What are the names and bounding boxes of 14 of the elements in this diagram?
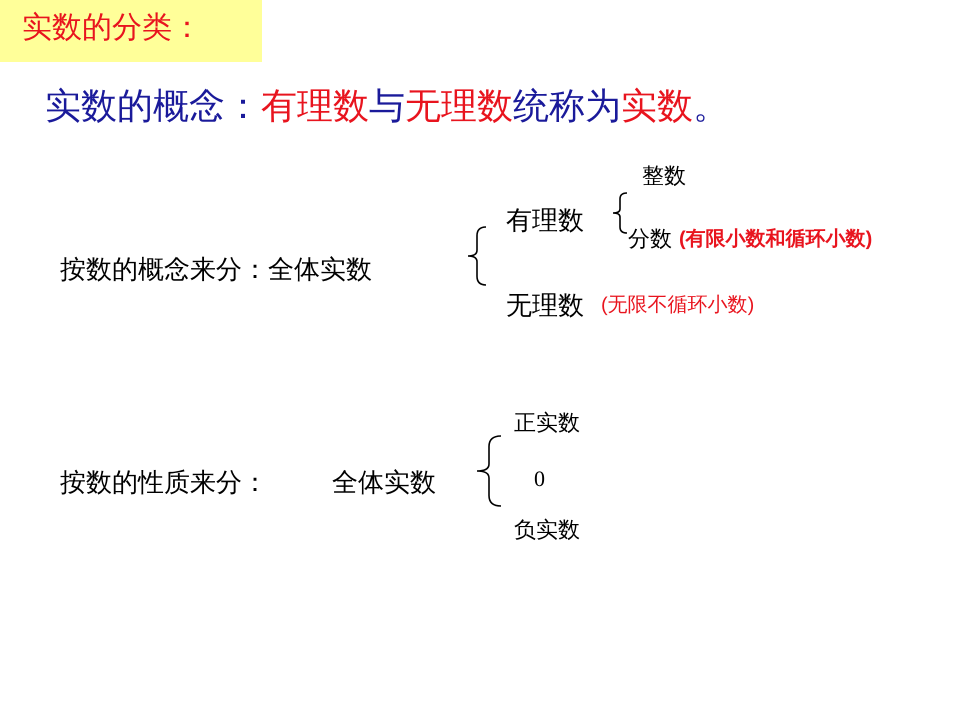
category-label: 有理数	[506, 205, 584, 236]
category-label: 负实数	[514, 517, 580, 544]
row-heading: 按数的性质来分：	[60, 467, 268, 498]
note-text: (无限不循环小数)	[601, 293, 754, 317]
row-heading: 按数的概念来分：全体实数	[60, 254, 372, 286]
definition-sentence: 实数的概念：有理数与无理数统称为实数。	[45, 84, 729, 128]
row-heading: 全体实数	[332, 467, 436, 498]
category-label: 正实数	[514, 410, 580, 436]
category-label: 分数	[628, 226, 672, 252]
category-label: 0	[534, 466, 545, 492]
category-label: 整数	[642, 163, 686, 190]
title-banner: 实数的分类：	[0, 0, 262, 62]
note-text: (有限小数和循环小数)	[679, 227, 872, 251]
category-label: 无理数	[506, 290, 584, 322]
